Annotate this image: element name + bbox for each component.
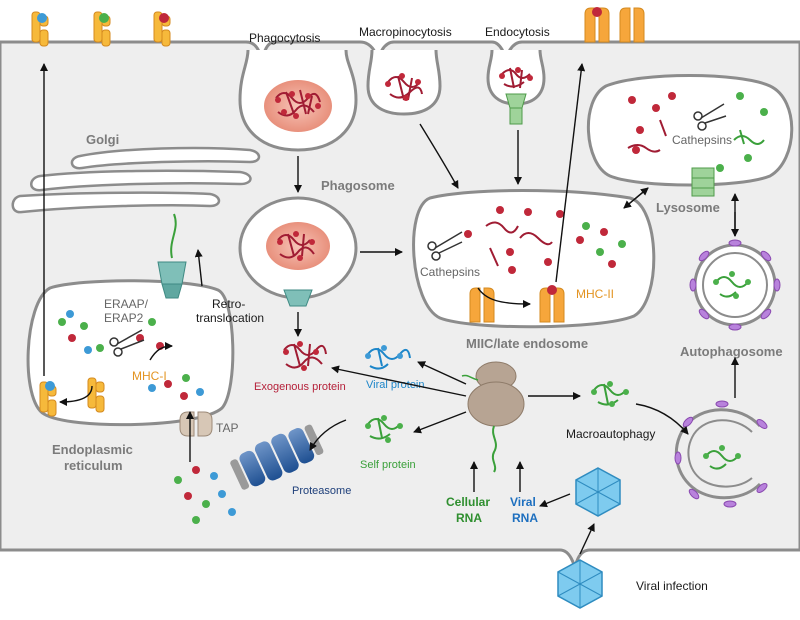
arrow-virus-to-viral-rna	[539, 493, 571, 508]
exogenous-protein-cluster	[275, 89, 321, 117]
phagosome-transporter	[283, 289, 313, 307]
lysosome-scissors-icon	[693, 103, 727, 131]
arrow-ribosome-to-exogenous	[331, 365, 467, 397]
miic-late-endosome	[412, 189, 656, 329]
cellular-rna-label-line1: Cellular	[446, 495, 490, 509]
cellular-rna-label-line2: RNA	[456, 511, 482, 525]
miic-label: MIIC/late endosome	[466, 336, 588, 351]
surface-mhc-i-1	[31, 11, 49, 47]
arrow-mhc-i-loading	[59, 385, 93, 406]
proteasome-label: Proteasome	[292, 485, 351, 497]
tap-label: TAP	[216, 421, 238, 435]
endosome-peptides	[464, 206, 616, 274]
exogenous-protein	[283, 341, 327, 371]
mhc-ii-label: MHC-II	[576, 287, 614, 301]
macroautophagy-cargo	[591, 381, 629, 407]
proteasome	[230, 424, 324, 490]
lysosome-label: Lysosome	[656, 200, 720, 215]
arrow-retrotranslocation	[194, 249, 203, 287]
erap-label-line2: ERAP2	[104, 311, 144, 325]
surface-mhc-i-3	[153, 11, 171, 47]
mhc-i-label: MHC-I	[132, 369, 167, 383]
surface-mhc-ii-2	[619, 7, 645, 43]
macroautophagy-label: Macroautophagy	[566, 427, 655, 441]
er-label-line1: Endoplasmic	[52, 442, 133, 457]
viral-protein	[365, 345, 411, 370]
arrow-to-proteasome	[309, 419, 347, 451]
exogenous-protein-label: Exogenous protein	[254, 381, 346, 393]
macropinocytosis-label: Macropinocytosis	[359, 25, 452, 39]
viral-rna-label-line1: Viral	[510, 495, 536, 509]
surface-mhc-class-ii-group	[584, 7, 645, 43]
arrow-mhc-ii-to-surface	[555, 63, 586, 283]
pathway-arrows	[40, 63, 739, 555]
phagophore	[674, 400, 768, 508]
self-protein-label: Self protein	[360, 459, 416, 471]
retrotranslocation-label-line2: translocation	[196, 311, 264, 325]
virus-inside	[575, 467, 621, 517]
arrow-mhc-ii-loading	[477, 287, 531, 308]
endosome-mhc-ii-loaded	[539, 285, 565, 323]
surface-mhc-class-i-group	[31, 11, 171, 47]
autophagosome	[689, 239, 781, 331]
arrow-macropinocytosis-to-endosome	[419, 123, 459, 189]
phagosome	[238, 196, 358, 307]
viral-infection-label: Viral infection	[636, 579, 708, 593]
cathepsins-lysosome-label: Cathepsins	[672, 133, 732, 147]
er-mhc-i-empty	[87, 377, 105, 413]
arrow-ribosome-to-viral-protein	[417, 361, 467, 385]
arrow-lysosome-to-endosome	[623, 187, 649, 209]
tap-transporter	[179, 411, 213, 437]
cytosolic-peptides	[174, 466, 236, 524]
golgi-apparatus	[11, 146, 261, 214]
cathepsins-endosome-label: Cathepsins	[420, 265, 480, 279]
surface-mhc-ii-1	[584, 7, 610, 43]
endocytosis-vesicle	[486, 49, 546, 125]
endocytosis-label: Endocytosis	[485, 25, 550, 39]
er-mhc-i-loaded	[39, 381, 57, 417]
viral-protein-label: Viral protein	[366, 379, 425, 391]
endosome-scissors-icon	[427, 231, 463, 261]
retrotranslocation-channel	[157, 213, 187, 299]
lysosome	[587, 74, 794, 197]
er-incoming-peptides	[148, 374, 204, 400]
phagocytosis-label: Phagocytosis	[249, 31, 320, 45]
endocytic-receptor	[505, 93, 527, 125]
retrotranslocation-label-line1: Retro-	[212, 297, 245, 311]
viral-rna-label-line2: RNA	[512, 511, 538, 525]
lysosome-transporter	[691, 167, 715, 197]
macropinocytosis-vesicle	[366, 49, 442, 116]
arrow-viral-infection	[579, 523, 595, 555]
erap-scissors-icon	[109, 329, 145, 357]
erap-label-line1: ERAAP/	[104, 297, 149, 311]
arrow-er-peptide-loading	[149, 342, 173, 361]
surface-mhc-i-2	[93, 11, 111, 47]
arrow-ribosome-to-self-protein	[413, 411, 467, 434]
virus-outside	[557, 559, 603, 609]
er-label-line2: reticulum	[64, 458, 123, 473]
golgi-label: Golgi	[86, 132, 119, 147]
phagosome-label: Phagosome	[321, 178, 395, 193]
arrow-macroautophagy	[635, 403, 689, 435]
phagocytosis-vesicle	[238, 49, 358, 152]
ribosome	[461, 361, 525, 473]
autophagosome-label: Autophagosome	[680, 344, 783, 359]
self-protein	[365, 415, 403, 443]
